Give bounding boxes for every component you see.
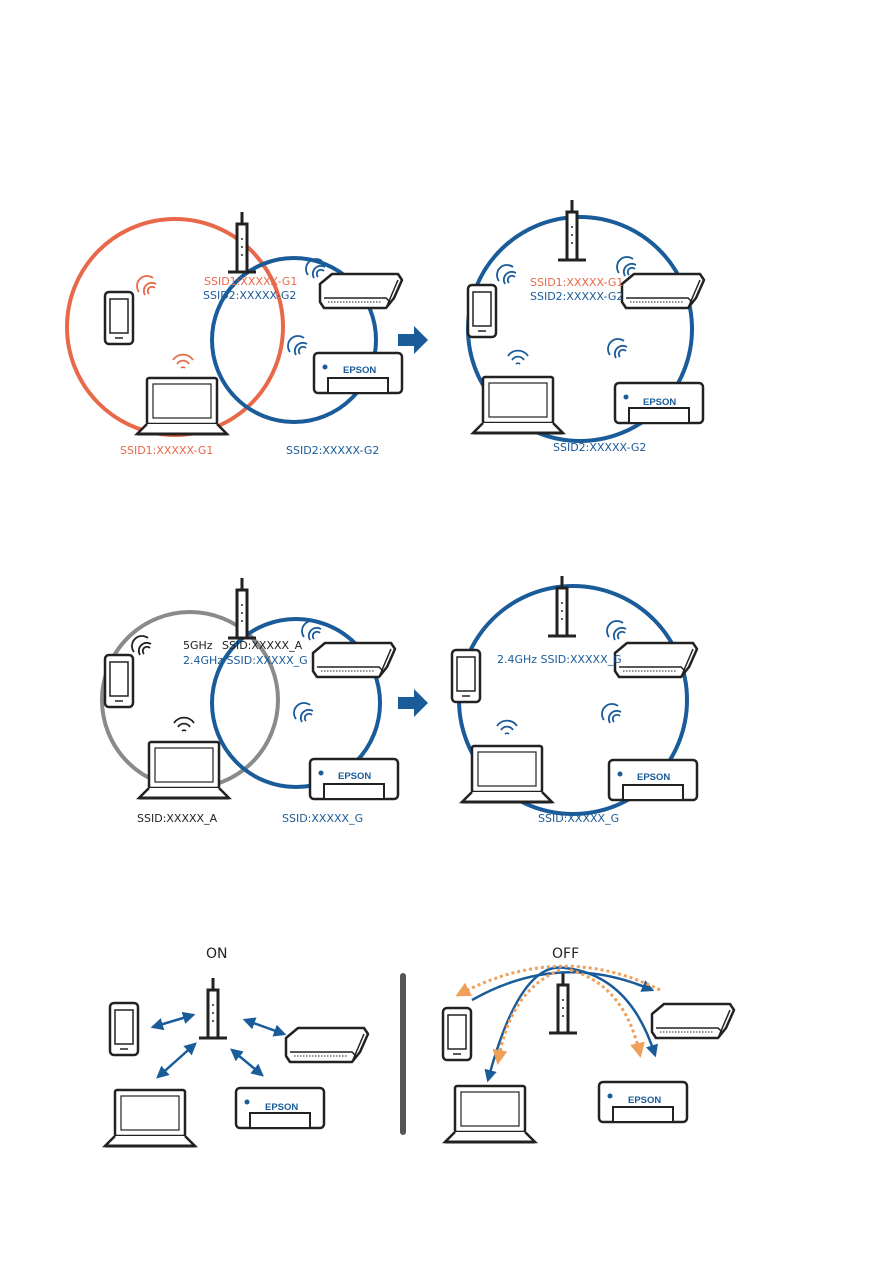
band-24ghz-label: 2.4GHz SSID:XXXXX_G	[183, 654, 308, 667]
ssid-a-label: SSID:XXXXX_A	[222, 639, 303, 652]
network-ssid-g-label: SSID:XXXXX_G	[282, 812, 363, 825]
printer-icon	[284, 1026, 370, 1064]
phone-icon	[441, 1006, 473, 1062]
phone-icon	[108, 1001, 140, 1057]
phone-icon	[450, 648, 482, 704]
connection-arrow	[156, 1042, 197, 1079]
wifi-signal-icon	[496, 264, 517, 285]
off-label: OFF	[552, 946, 579, 962]
router-ssid1-label: SSID1:XXXXX-G1	[204, 275, 297, 288]
wifi-signal-icon	[173, 716, 195, 732]
diagram-1-after: EPSON SSID1:XXXXX-G1 SSID2:XXXXX-G2 SSID…	[466, 198, 706, 454]
router-24ghz-label: 2.4GHz SSID:XXXXX_G	[497, 653, 622, 666]
connection-arrow	[150, 1011, 196, 1031]
wifi-signal-icon	[287, 335, 308, 356]
laptop-icon	[103, 1088, 197, 1148]
network-ssid-a-label: SSID:XXXXX_A	[137, 812, 218, 825]
diagram-3-on: ON EPSON	[103, 946, 370, 1148]
router-icon	[556, 198, 588, 262]
laptop-icon	[471, 375, 565, 435]
arrow-right-icon	[398, 326, 428, 354]
signal-arrow	[471, 970, 655, 1002]
epson-brand-text: EPSON	[265, 1102, 298, 1113]
diagram-2-after: EPSON 2.4GHz SSID:XXXXX_G SSID:XXXXX_G	[450, 574, 699, 825]
diagram-2-before: EPSON 5GHz SSID:XXXXX_A 2.4GHz SSID:XXXX…	[100, 576, 400, 825]
laptop-icon	[137, 740, 231, 800]
connection-arrow	[230, 1048, 264, 1077]
epson-brand-text: EPSON	[643, 397, 676, 408]
wifi-signal-icon	[136, 275, 157, 296]
network-circle-24ghz	[210, 617, 382, 789]
connection-arrow	[242, 1017, 287, 1037]
wifi-signal-icon	[507, 349, 529, 365]
network-ssid2-label: SSID2:XXXXX-G2	[553, 441, 646, 454]
network-circle-ssid2	[210, 256, 378, 424]
router-icon	[197, 976, 229, 1040]
laptop-icon	[460, 744, 554, 804]
epson-brand-text: EPSON	[343, 365, 376, 376]
signal-arrow	[564, 966, 658, 1058]
epson-brand-text: EPSON	[628, 1095, 661, 1106]
network-ssid-g-label: SSID:XXXXX_G	[538, 812, 619, 825]
printer-icon	[318, 272, 404, 310]
router-icon	[226, 210, 258, 274]
wifi-signal-icon	[496, 719, 518, 735]
phone-icon	[466, 283, 498, 339]
network-ssid2-label: SSID2:XXXXX-G2	[286, 444, 379, 457]
wifi-signal-icon	[293, 702, 314, 723]
router-icon	[226, 576, 258, 640]
wifi-signal-icon	[607, 338, 628, 359]
printer-icon	[311, 641, 397, 679]
on-label: ON	[206, 946, 228, 962]
wifi-signal-icon	[131, 635, 152, 656]
arrow-right-icon	[398, 689, 428, 717]
phone-icon	[103, 290, 135, 346]
printer-icon	[613, 641, 699, 679]
blocked-signal-arrow	[455, 964, 661, 997]
laptop-icon	[135, 376, 229, 436]
router-ssid2-label: SSID2:XXXXX-G2	[203, 289, 296, 302]
wifi-signal-icon	[606, 620, 627, 641]
printer-icon	[650, 1002, 736, 1040]
printer-icon	[620, 272, 706, 310]
epson-brand-text: EPSON	[637, 772, 670, 783]
blocked-signal-arrow	[569, 968, 645, 1058]
band-5ghz-label: 5GHz	[183, 639, 213, 652]
signal-arrow	[484, 966, 566, 1083]
router-ssid1-label: SSID1:XXXXX-G1	[530, 276, 623, 289]
router-icon	[547, 971, 579, 1035]
phone-icon	[103, 653, 135, 709]
laptop-icon	[443, 1084, 537, 1144]
router-ssid2-label: SSID2:XXXXX-G2	[530, 290, 623, 303]
wifi-signal-icon	[172, 353, 194, 369]
diagram-3-off: OFF EPSON	[441, 946, 736, 1144]
diagram-1-before: EPSON SSID1:XXXXX-G1 SSID2:XXXXX-G2 SSID…	[65, 210, 404, 457]
epson-brand-text: EPSON	[338, 771, 371, 782]
wifi-signal-icon	[601, 703, 622, 724]
network-ssid1-label: SSID1:XXXXX-G1	[120, 444, 213, 457]
